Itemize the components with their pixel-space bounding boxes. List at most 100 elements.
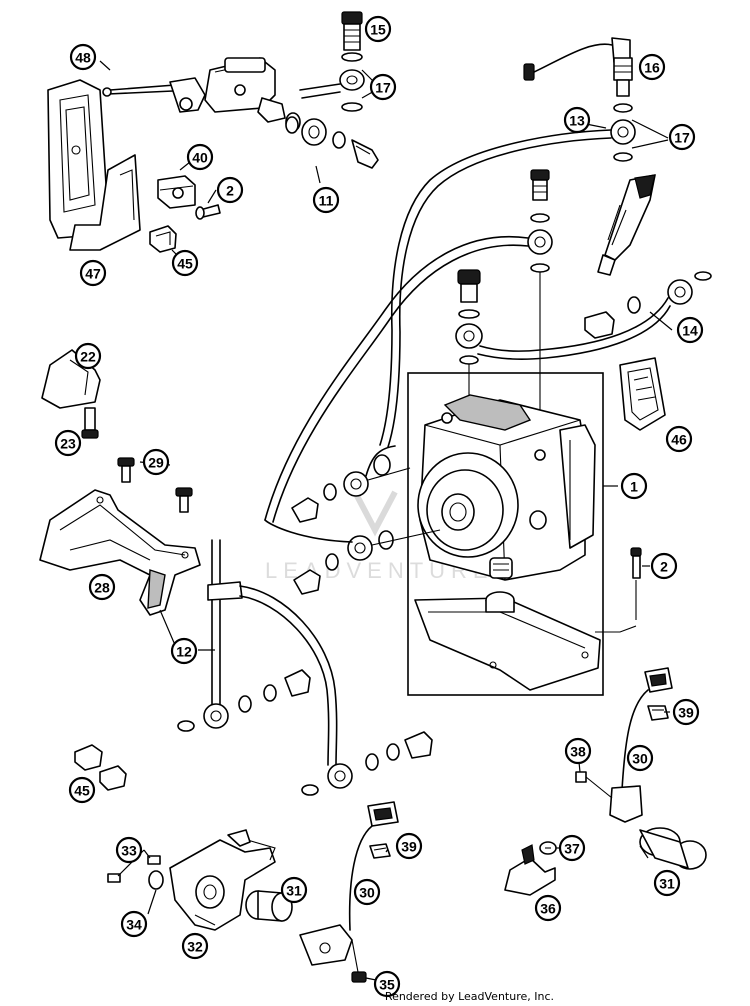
callout-31[interactable]: 31: [653, 869, 681, 897]
callout-number: 1: [630, 479, 638, 495]
clip-39-right[interactable]: [647, 705, 669, 721]
callout-number: 31: [286, 883, 302, 899]
callout-11[interactable]: 11: [312, 186, 340, 214]
callout-number: 17: [375, 80, 391, 96]
caliper-bracket-32[interactable]: [169, 829, 276, 931]
callout-number: 15: [370, 22, 386, 38]
bolt-33[interactable]: [107, 855, 161, 883]
callout-circle: [563, 106, 591, 134]
callout-47[interactable]: 47: [79, 259, 107, 287]
brake-line-12[interactable]: [177, 539, 338, 766]
callout-circle: [312, 186, 340, 214]
callout-15[interactable]: 15: [364, 15, 392, 43]
callout-number: 13: [569, 113, 585, 129]
callout-circle: [115, 836, 143, 864]
callout-29[interactable]: 29: [142, 448, 170, 476]
callout-31[interactable]: 31: [280, 876, 308, 904]
callout-17[interactable]: 17: [668, 123, 696, 151]
abs-left-fitting-lower[interactable]: [264, 519, 441, 595]
bolt-23[interactable]: [81, 407, 99, 439]
callout-13[interactable]: 13: [563, 106, 591, 134]
callout-39[interactable]: 39: [672, 698, 700, 726]
rubber-grommet-46[interactable]: [619, 357, 666, 431]
callout-number: 22: [80, 349, 96, 365]
callout-number: 39: [678, 705, 694, 721]
banjo-stack-center[interactable]: [264, 169, 553, 523]
callout-33[interactable]: 33: [115, 836, 143, 864]
callout-number: 35: [379, 977, 395, 993]
mounting-bracket-28[interactable]: [39, 489, 201, 646]
callout-39[interactable]: 39: [395, 832, 423, 860]
bolt-29a[interactable]: [117, 457, 135, 483]
callout-number: 38: [570, 744, 586, 760]
callout-circle: [353, 878, 381, 906]
callout-number: 37: [564, 841, 580, 857]
callout-17[interactable]: 17: [369, 73, 397, 101]
callout-circle: [216, 176, 244, 204]
banjo-fitting-14[interactable]: [477, 271, 712, 360]
mounting-block[interactable]: [157, 175, 196, 209]
callout-32[interactable]: 32: [181, 932, 209, 960]
callout-30[interactable]: 30: [626, 744, 654, 772]
clip-39-bottom[interactable]: [369, 843, 391, 859]
callout-number: 23: [60, 436, 76, 452]
callout-circle: [676, 316, 704, 344]
callout-number: 34: [126, 917, 142, 933]
callout-22[interactable]: 22: [74, 342, 102, 370]
callout-34[interactable]: 34: [120, 910, 148, 938]
callout-16[interactable]: 16: [638, 53, 666, 81]
pressure-sensor-16[interactable]: [379, 37, 636, 448]
callout-46[interactable]: 46: [665, 425, 693, 453]
clip-45-top[interactable]: [149, 225, 177, 253]
bolt-2-right[interactable]: [595, 547, 642, 633]
callout-number: 30: [632, 751, 648, 767]
wheel-speed-sensor-right[interactable]: [575, 667, 707, 870]
callout-number: 40: [192, 150, 208, 166]
callout-circle: [558, 834, 586, 862]
hose-end-17[interactable]: [597, 174, 656, 276]
callout-38[interactable]: 38: [564, 737, 592, 765]
washer-34[interactable]: [148, 870, 164, 890]
bolt-37[interactable]: [539, 841, 557, 855]
callout-number: 32: [187, 939, 203, 955]
bolt-29b[interactable]: [175, 487, 193, 513]
callout-circle: [171, 249, 199, 277]
callout-36[interactable]: 36: [534, 894, 562, 922]
callout-40[interactable]: 40: [186, 143, 214, 171]
callout-12[interactable]: 12: [170, 637, 198, 665]
abs-bracket[interactable]: [414, 591, 601, 691]
callout-1[interactable]: 1: [620, 472, 648, 500]
wheel-speed-sensor-front[interactable]: [299, 801, 399, 983]
abs-modulator[interactable]: [417, 394, 596, 581]
banjo-bolt-15[interactable]: [299, 11, 365, 112]
callout-28[interactable]: 28: [88, 573, 116, 601]
sensor-bracket-36[interactable]: [504, 844, 556, 896]
abs-unit-frame: [407, 372, 618, 696]
callout-circle: [369, 73, 397, 101]
callout-circle: [68, 776, 96, 804]
banjo-fitting-lower[interactable]: [301, 731, 433, 796]
callout-45[interactable]: 45: [171, 249, 199, 277]
callout-37[interactable]: 37: [558, 834, 586, 862]
callout-number: 48: [75, 50, 91, 66]
callout-2[interactable]: 2: [650, 552, 678, 580]
callout-35[interactable]: 35: [373, 970, 401, 998]
callout-30[interactable]: 30: [353, 878, 381, 906]
callout-48[interactable]: 48: [69, 43, 97, 71]
callout-circle: [626, 744, 654, 772]
callout-number: 2: [660, 559, 668, 575]
abs-left-fitting-upper[interactable]: [291, 445, 411, 523]
callout-number: 2: [226, 183, 234, 199]
callout-2[interactable]: 2: [216, 176, 244, 204]
rear-master-cylinder[interactable]: [102, 57, 301, 132]
banjo-fitting-11[interactable]: [285, 116, 379, 169]
callout-14[interactable]: 14: [676, 316, 704, 344]
bolt-2-top[interactable]: [195, 204, 221, 220]
clip-45-bottom[interactable]: [74, 744, 127, 791]
callout-23[interactable]: 23: [54, 429, 82, 457]
callout-circle: [395, 832, 423, 860]
heel-guard-plate[interactable]: [47, 79, 141, 251]
callout-45[interactable]: 45: [68, 776, 96, 804]
